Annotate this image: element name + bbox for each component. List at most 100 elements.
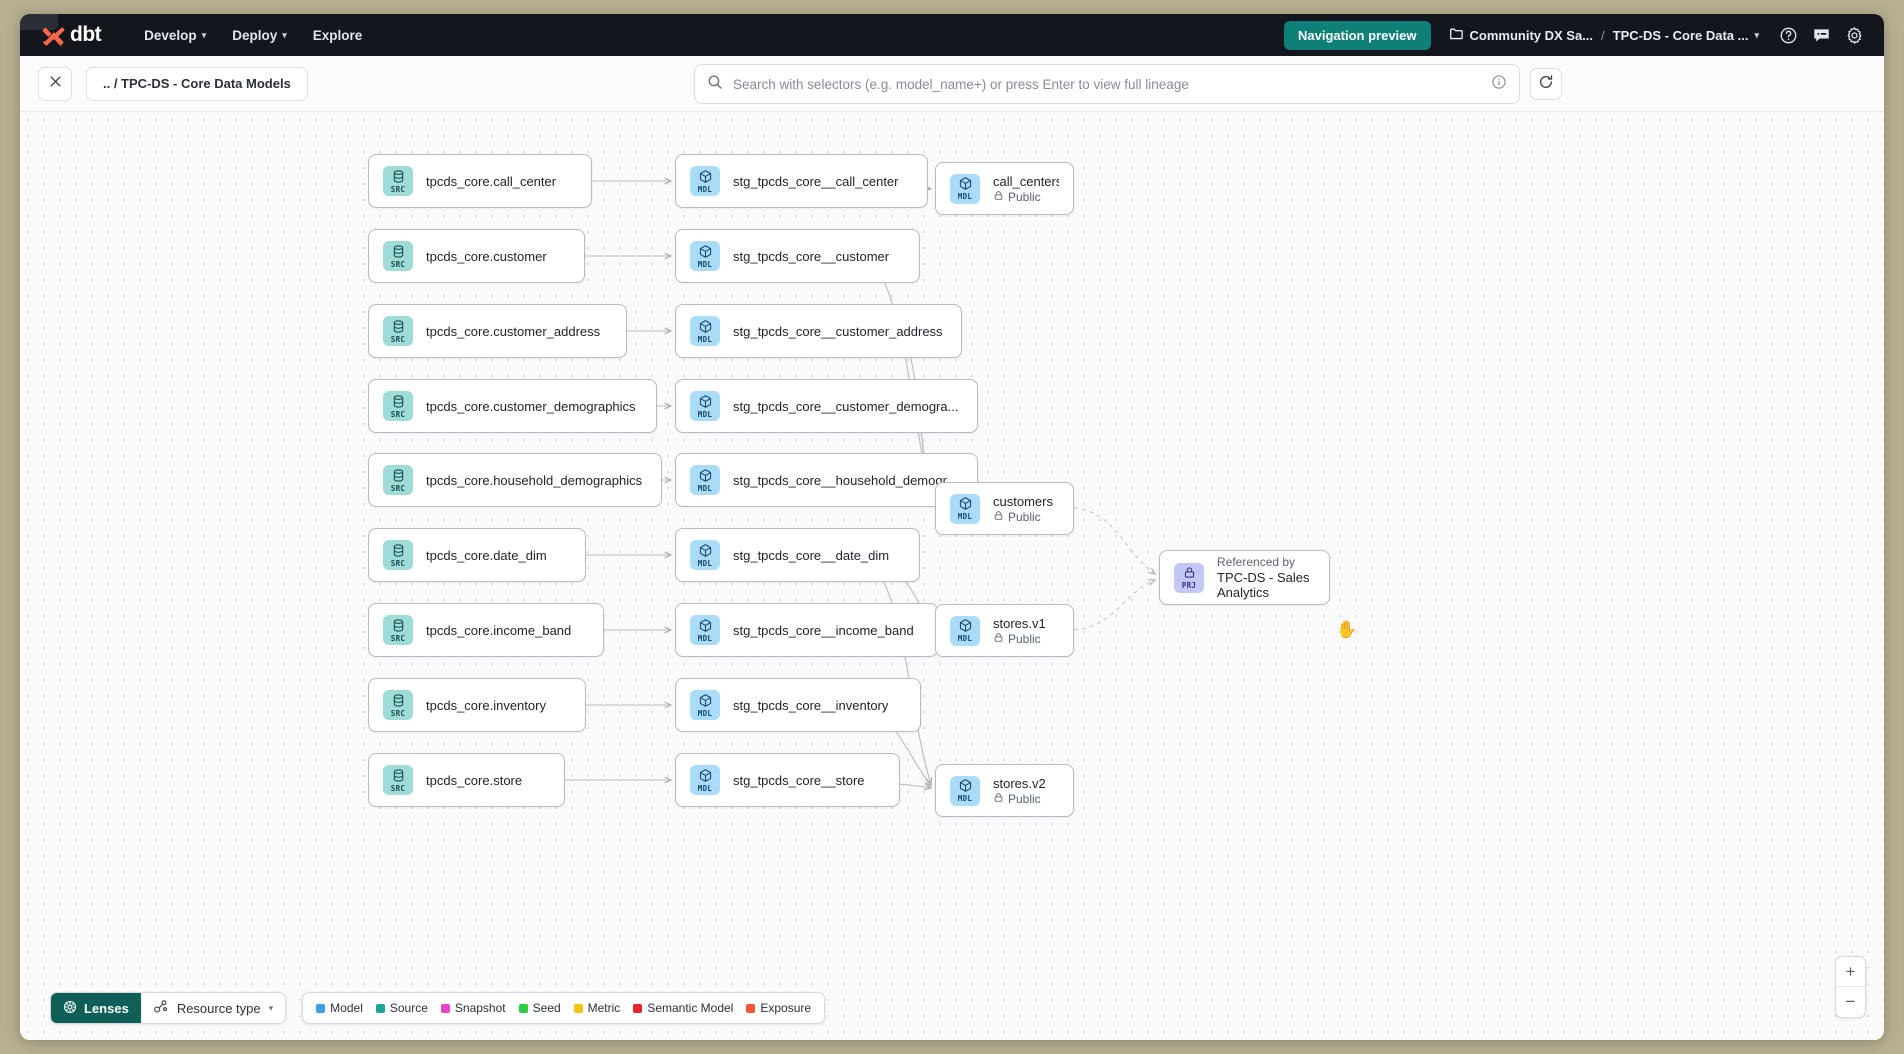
breadcrumb[interactable]: .. / TPC-DS - Core Data Models (86, 66, 308, 101)
node-label: tpcds_core.call_center (426, 173, 557, 189)
node-label: tpcds_core.store (426, 772, 523, 788)
info-icon[interactable] (1491, 74, 1507, 95)
feedback-icon[interactable] (1812, 26, 1831, 45)
node-access: Public (993, 510, 1053, 524)
chevron-down-icon: ▾ (282, 29, 287, 40)
top-navigation-bar: dbt Develop ▾ Deploy ▾ Explore Navigatio… (20, 14, 1884, 56)
nav-icon-group (1779, 26, 1868, 45)
lock-icon (993, 632, 1004, 646)
lineage-node-source[interactable]: SRC tpcds_core.customer_address (368, 304, 627, 358)
legend-item-snapshot: Snapshot (440, 1001, 506, 1015)
src-badge-icon: SRC (383, 316, 413, 346)
node-title: stores.v2 (993, 775, 1046, 791)
dbt-logo-mark (42, 24, 65, 46)
node-label: stg_tpcds_core__income_band (733, 622, 914, 638)
lineage-node-source[interactable]: SRC tpcds_core.customer_demographics (368, 379, 657, 433)
project-name: TPC-DS - Core Data ... (1612, 27, 1749, 43)
refresh-icon (1538, 74, 1554, 95)
window-control-strip (20, 14, 58, 30)
nav-item-explore[interactable]: Explore (300, 22, 376, 49)
legend-label: Semantic Model (647, 1001, 734, 1015)
lock-icon (993, 510, 1004, 524)
refresh-lineage-button[interactable] (1530, 68, 1562, 100)
close-icon (48, 74, 63, 94)
legend-label: Metric (587, 1001, 621, 1015)
mdl-badge-icon: MDL (950, 173, 980, 204)
lineage-node-model[interactable]: MDL stg_tpcds_core__income_band (675, 603, 938, 657)
node-title: call_centers (993, 173, 1059, 189)
navigation-preview-button[interactable]: Navigation preview (1284, 20, 1431, 50)
legend-swatch (746, 1003, 756, 1013)
chevron-down-icon: ▾ (1754, 29, 1759, 40)
resource-type-dropdown[interactable]: Resource type ▾ (140, 993, 286, 1023)
legend-swatch (316, 1003, 326, 1013)
nav-item-develop[interactable]: Develop ▾ (131, 22, 219, 49)
breadcrumb-separator: / (1601, 27, 1605, 43)
nav-item-develop-label: Develop (144, 27, 197, 43)
legend-swatch (633, 1003, 643, 1013)
help-circle-icon[interactable] (1779, 26, 1798, 45)
account-breadcrumb[interactable]: Community DX Sa... / TPC-DS - Core Data … (1449, 26, 1759, 44)
legend-swatch (518, 1003, 528, 1013)
src-badge-icon: SRC (383, 540, 413, 570)
src-badge-icon: SRC (383, 391, 413, 421)
node-label: tpcds_core.customer_address (426, 323, 601, 339)
node-label: stg_tpcds_core__inventory (733, 697, 889, 713)
close-lineage-button[interactable] (38, 66, 72, 101)
lineage-subheader: .. / TPC-DS - Core Data Models (20, 56, 1884, 112)
mdl-badge-icon: MDL (690, 391, 720, 421)
mdl-badge-icon: MDL (950, 615, 980, 646)
src-badge-icon: SRC (383, 765, 413, 795)
node-label: stg_tpcds_core__date_dim (733, 547, 890, 563)
nav-item-explore-label: Explore (312, 27, 363, 43)
zoom-in-button[interactable]: + (1836, 957, 1865, 987)
search-input[interactable] (733, 76, 1481, 92)
node-label: tpcds_core.customer_demographics (426, 398, 636, 414)
legend-item-metric: Metric (573, 1001, 621, 1015)
lens-controls: Lenses Resource type ▾ (50, 992, 287, 1024)
lineage-search[interactable] (694, 64, 1520, 104)
nav-item-deploy-label: Deploy (232, 27, 278, 43)
lineage-node-model[interactable]: MDL stg_tpcds_core__date_dim (675, 528, 920, 582)
dbt-logo[interactable]: dbt (36, 23, 102, 47)
legend-item-semantic-model: Semantic Model (633, 1001, 733, 1015)
zoom-out-button[interactable]: − (1845, 992, 1856, 1011)
legend-swatch (375, 1003, 385, 1013)
resource-type-icon (153, 999, 169, 1018)
node-label: tpcds_core.household_demographics (426, 472, 643, 488)
gear-icon[interactable] (1845, 26, 1864, 45)
lineage-node-source[interactable]: SRC tpcds_core.date_dim (368, 528, 586, 582)
src-badge-icon: SRC (383, 690, 413, 720)
mdl-badge-icon: MDL (690, 540, 720, 570)
legend-label: Snapshot (454, 1001, 506, 1015)
mdl-badge-icon: MDL (690, 615, 720, 645)
lenses-button[interactable]: Lenses (51, 993, 141, 1023)
lineage-edges (505, 112, 1884, 1040)
node-access: Public (993, 632, 1046, 646)
nav-item-deploy[interactable]: Deploy ▾ (219, 22, 300, 49)
lineage-node-source[interactable]: SRC tpcds_core.store (368, 753, 565, 807)
lenses-label: Lenses (84, 1000, 129, 1016)
node-title: customers (993, 493, 1053, 509)
node-label: tpcds_core.date_dim (426, 547, 547, 563)
referenced-by-project: TPC-DS - Sales Analytics (1217, 570, 1310, 600)
